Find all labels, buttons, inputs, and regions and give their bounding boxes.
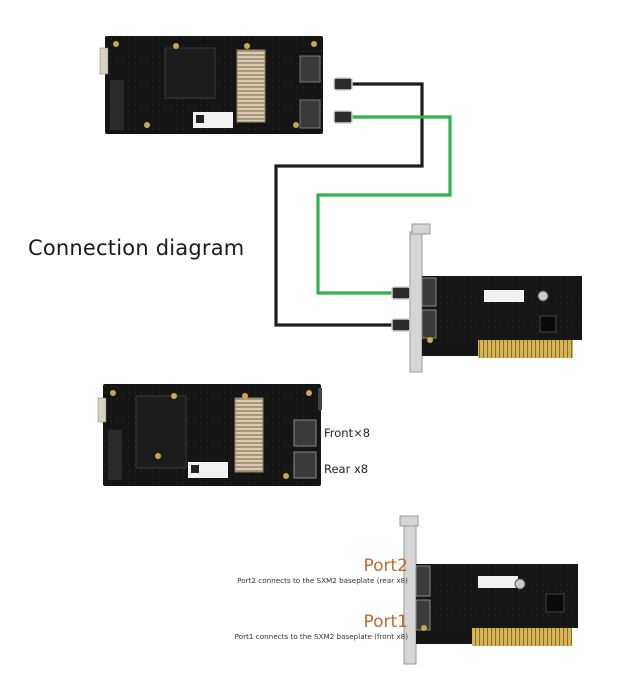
port2-title: Port2 (363, 556, 408, 576)
sxm2-adapter-board-top (99, 36, 353, 134)
port1-callout: Port1 Port1 connects to the SXM2 basepla… (188, 612, 408, 641)
sxm2-adapter-board-middle (97, 384, 322, 486)
port1-title: Port1 (363, 612, 408, 632)
front-x8-label: Front×8 (324, 426, 371, 440)
port2-callout: Port2 Port2 connects to the SXM2 basepla… (188, 556, 408, 585)
green-cable (316, 115, 452, 295)
pcie-card-bottom (399, 515, 578, 665)
black-cable (274, 82, 424, 327)
rear-x8-label: Rear x8 (324, 462, 369, 476)
port1-description: Port1 connects to the SXM2 baseplate (fr… (234, 632, 408, 641)
port2-description: Port2 connects to the SXM2 baseplate (re… (237, 576, 408, 585)
pcie-card-top (391, 223, 582, 373)
diagram-title: Connection diagram (28, 236, 245, 260)
